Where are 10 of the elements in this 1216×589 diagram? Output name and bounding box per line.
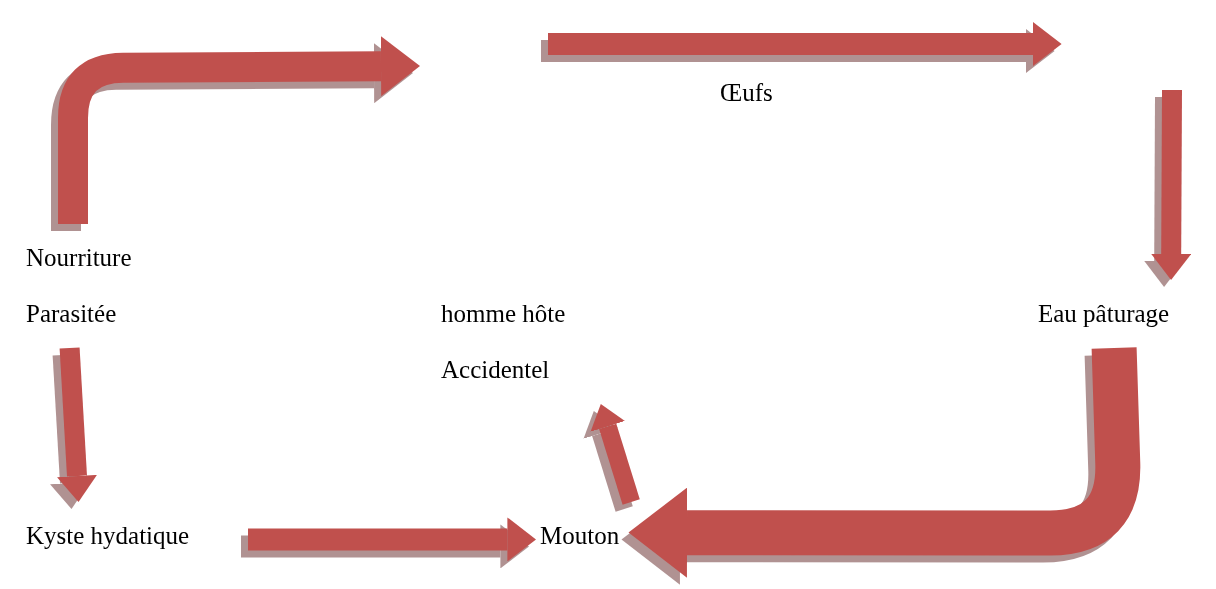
stage-label: homme hôte Accidentel: [441, 299, 567, 385]
stage-label: Kyste hydatique: [26, 521, 191, 551]
block-arrow: [628, 347, 1141, 578]
block-arrow: [248, 517, 536, 562]
stage-label: Mouton: [540, 521, 621, 551]
block-arrow: [57, 347, 97, 502]
stage-label: Eau pâturage: [1038, 299, 1171, 329]
stage-label: Nourriture Parasitée: [26, 243, 133, 329]
block-arrow: [1151, 89, 1192, 280]
block-arrow: [58, 36, 420, 224]
